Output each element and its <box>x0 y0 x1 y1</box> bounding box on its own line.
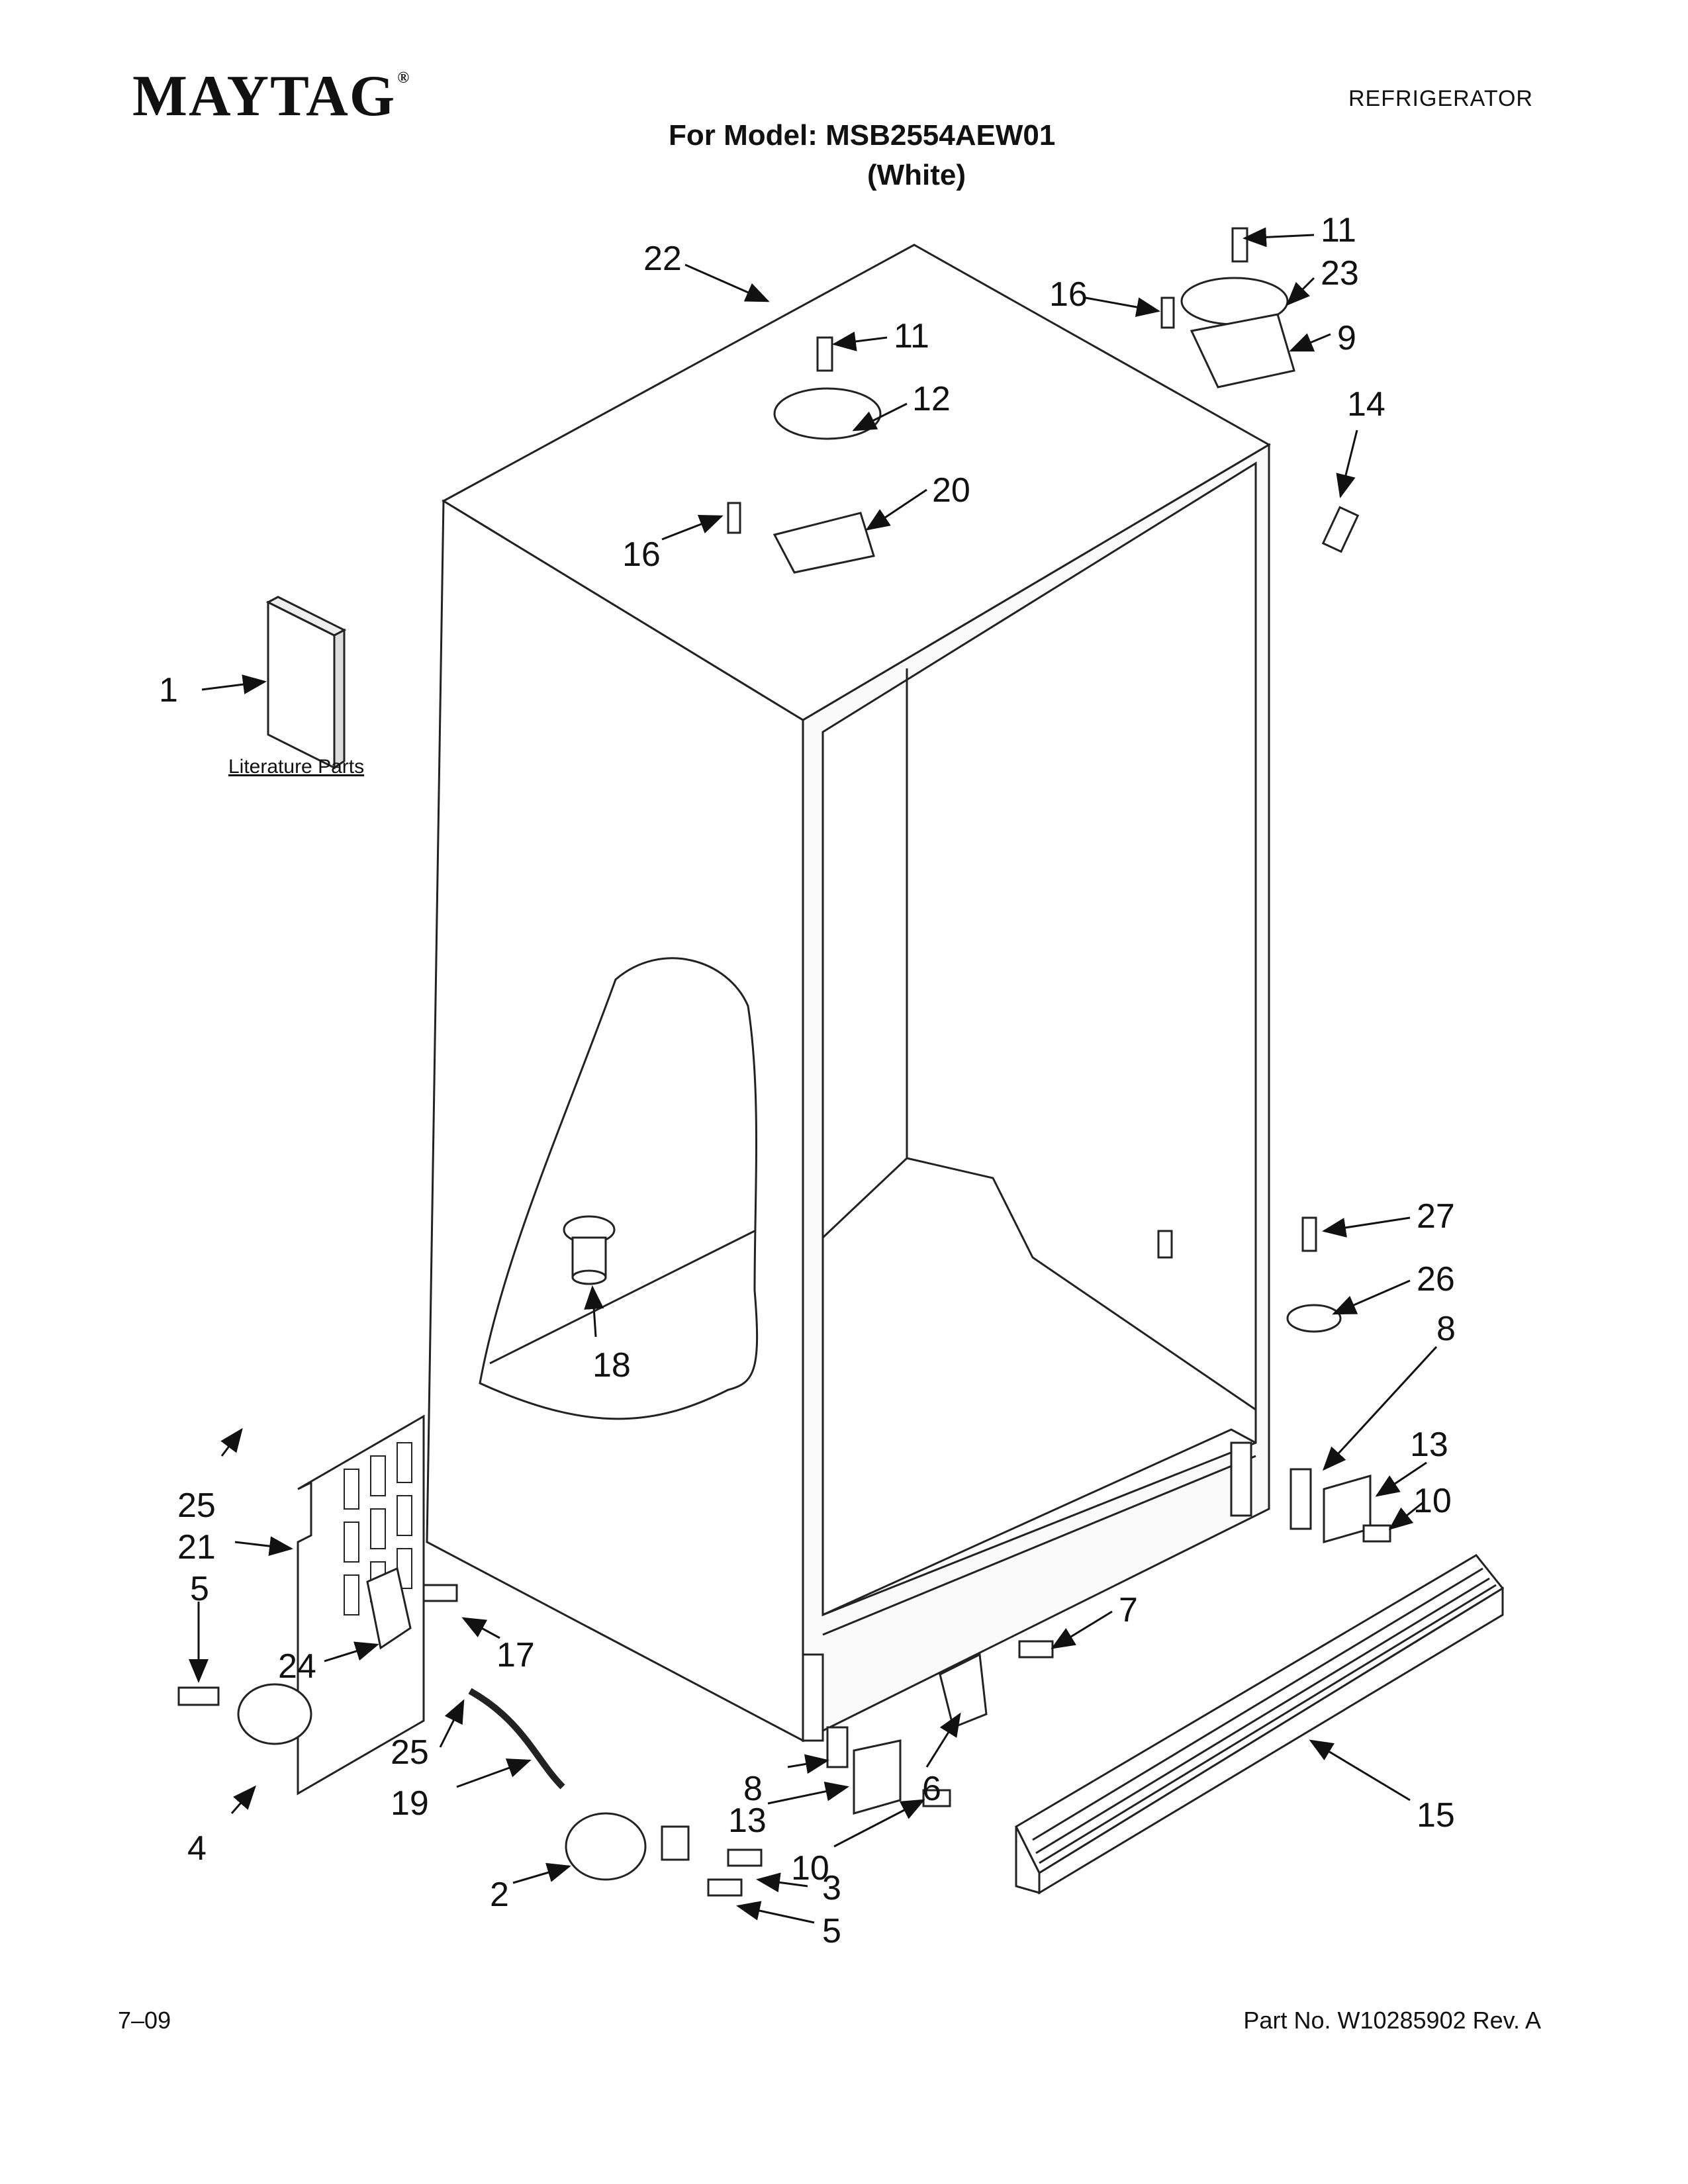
callout-10: 10 <box>1413 1482 1452 1520</box>
callout-23: 23 <box>1321 254 1359 293</box>
callout-11: 11 <box>1321 211 1356 250</box>
callout-10: 10 <box>791 1849 829 1888</box>
callout-15: 15 <box>1417 1796 1455 1835</box>
insulation-cutaway <box>479 957 759 1420</box>
callout-25: 25 <box>177 1486 216 1525</box>
callout-5: 5 <box>190 1570 209 1608</box>
brand-name: MAYTAG <box>132 64 397 128</box>
callout-21: 21 <box>177 1528 216 1567</box>
callout-4: 4 <box>187 1829 207 1868</box>
callout-8: 8 <box>1436 1310 1456 1348</box>
callout-27: 27 <box>1417 1197 1455 1236</box>
callout-14: 14 <box>1347 385 1385 424</box>
callout-1: 1 <box>159 671 178 709</box>
callout-2: 2 <box>490 1876 509 1914</box>
callout-8: 8 <box>743 1770 763 1808</box>
callout-11: 11 <box>894 317 929 355</box>
callout-16: 16 <box>622 535 661 574</box>
base-grille <box>1015 1554 1505 1895</box>
callout-17: 17 <box>496 1636 535 1674</box>
callout-18: 18 <box>592 1346 631 1385</box>
lower-hardware <box>177 1216 1391 1897</box>
top-hinge-left <box>727 336 882 574</box>
drain-fitting <box>563 1215 616 1285</box>
callout-9: 9 <box>1337 319 1356 357</box>
callout-19: 19 <box>391 1784 429 1823</box>
callout-5: 5 <box>822 1912 841 1950</box>
callout-3: 3 <box>822 1869 841 1907</box>
callout-24: 24 <box>278 1647 316 1686</box>
cabinet <box>426 244 1272 1743</box>
brand-logo: MAYTAG® <box>132 63 410 130</box>
callout-25: 25 <box>391 1733 429 1772</box>
callout-22: 22 <box>643 240 682 278</box>
cutaway-edge <box>489 1230 755 1365</box>
callout-12: 12 <box>912 380 951 418</box>
callout-20: 20 <box>932 471 970 510</box>
literature-parts-label: Literature Parts <box>228 756 365 778</box>
model-color: (White) <box>867 159 966 191</box>
callout-13: 13 <box>728 1801 767 1840</box>
leader-lines <box>189 227 1438 1924</box>
callout-13: 13 <box>1410 1426 1448 1464</box>
footer-part-number: Part No. W10285902 Rev. A <box>1243 2007 1541 2034</box>
registered-mark: ® <box>397 69 411 87</box>
top-hinge-right <box>1160 227 1360 553</box>
callout-16: 16 <box>1049 275 1088 314</box>
callout-6: 6 <box>922 1770 941 1808</box>
footer-date: 7–09 <box>118 2007 171 2034</box>
callout-numbers: 1 22 11 12 20 16 16 11 23 9 14 27 26 8 1… <box>159 211 1456 1950</box>
model-number: For Model: MSB2554AEW01 <box>669 119 1056 152</box>
product-category: REFRIGERATOR <box>1348 86 1533 111</box>
callout-26: 26 <box>1417 1260 1455 1298</box>
literature-pamphlet <box>265 596 347 770</box>
callout-7: 7 <box>1119 1591 1138 1629</box>
rear-access-cover <box>297 1414 425 1796</box>
